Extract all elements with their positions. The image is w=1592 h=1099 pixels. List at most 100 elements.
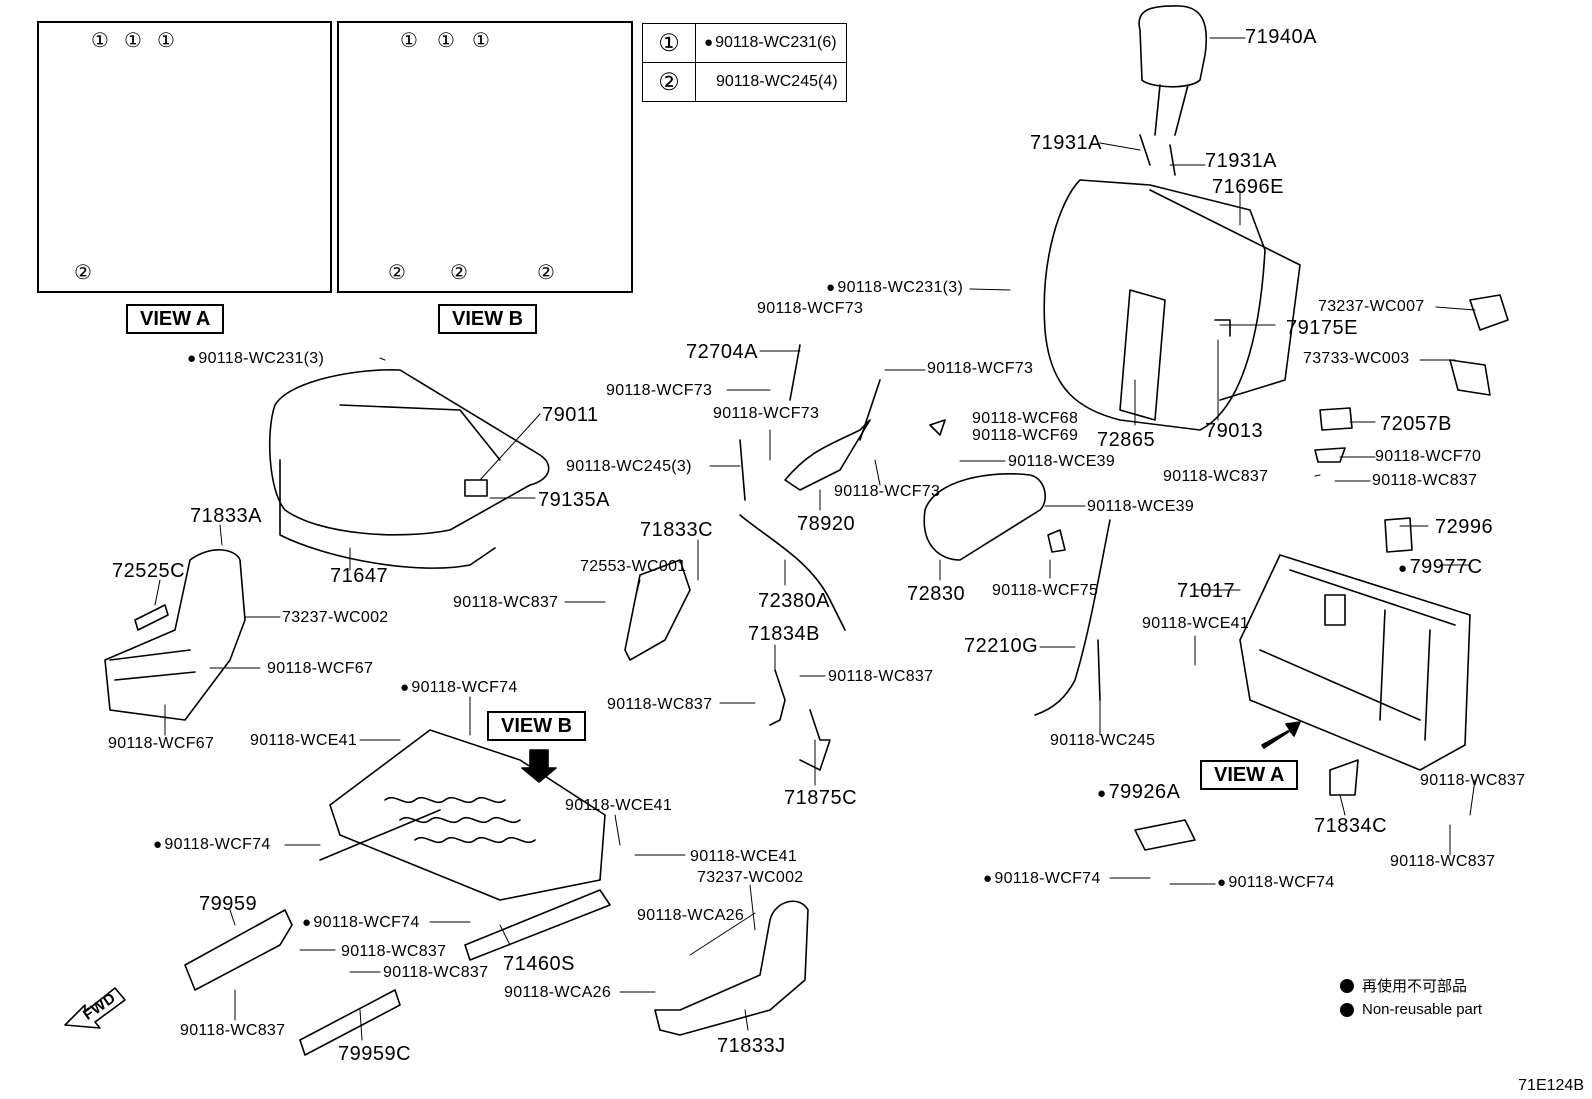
part-label-72704a: 72704A [686, 341, 758, 363]
view-b-callout: ① [437, 30, 456, 52]
part-label-79013: 79013 [1205, 420, 1264, 442]
part-label-wc837-r2: 90118-WC837 [1372, 472, 1478, 489]
non-reusable-bullet-icon [1340, 978, 1354, 993]
part-label-72057b: 72057B [1380, 413, 1452, 435]
arrows [521, 721, 1301, 783]
part-label-79011: 79011 [542, 404, 599, 426]
part-label-78920: 78920 [797, 513, 856, 535]
side-cover-drawings [104, 549, 1359, 1056]
view-a-callout: ① [157, 30, 176, 52]
part-label-wc837-g: 90118-WC837 [383, 964, 489, 981]
part-label-wcf74-b: 90118-WCF74 [153, 836, 271, 854]
part-label-wc837-h: 90118-WC837 [180, 1022, 286, 1039]
note-en-text: Non-reusable part [1362, 1001, 1483, 1018]
part-label-79977c: 79977C [1398, 556, 1483, 580]
legend-symbol: ① [642, 23, 696, 63]
seat-cushion-drawing [268, 368, 550, 569]
view-a-callout: ② [74, 262, 93, 284]
legend-part: 90118-WC245(4) [695, 62, 847, 102]
non-reusable-bullet-icon [1340, 1002, 1354, 1017]
part-label-wce41-a: 90118-WCE41 [250, 732, 358, 749]
part-label-wc837-r1: 90118-WC837 [1163, 468, 1269, 485]
hardware-drawings [929, 294, 1509, 553]
part-label-71834c: 71834C [1314, 815, 1388, 837]
part-label-72380a: 72380A [758, 590, 830, 612]
part-label-wc231-3-top: 90118-WC231(3) [826, 279, 963, 297]
view-a-label: VIEW A [1200, 760, 1299, 790]
view-a-label: VIEW A [126, 304, 225, 334]
seat-back-drawing [1043, 179, 1301, 431]
view-b-callout: ① [400, 30, 419, 52]
part-label-72553: 72553-WC001 [580, 558, 687, 575]
part-label-wc837-e: 90118-WC837 [1390, 853, 1496, 870]
fwd-arrow [64, 987, 126, 1029]
part-label-wce39-b: 90118-WCE39 [1087, 498, 1195, 515]
view-a-callout: ① [124, 30, 143, 52]
fastener-legend: ① 90118-WC231(6) ② 90118-WC245(4) [642, 23, 847, 102]
seatback-frame-drawing [1239, 554, 1471, 771]
part-label-wcf73-a: 90118-WCF73 [757, 300, 864, 317]
part-label-71834b: 71834B [748, 623, 820, 645]
part-label-wce41-r: 90118-WCE41 [1142, 615, 1250, 632]
view-b-label: VIEW B [438, 304, 538, 334]
part-label-wcf69: 90118-WCF69 [972, 427, 1079, 444]
non-reusable-note-jp: 再使用不可部品 [1340, 975, 1467, 996]
part-label-71460s: 71460S [503, 953, 575, 975]
legend-part: 90118-WC231(6) [695, 23, 847, 63]
leader-lines [154, 37, 1476, 1041]
part-label-wc245-3: 90118-WC245(3) [566, 458, 692, 475]
part-label-wcf74-e: 90118-WCF74 [302, 914, 420, 932]
headrest-drawing [1138, 5, 1207, 176]
view-b-callout: ① [472, 30, 491, 52]
part-label-wc231-3-left: 90118-WC231(3) [187, 350, 324, 368]
cable-drawings [739, 344, 1111, 716]
part-label-79175e: 79175E [1286, 317, 1358, 339]
part-label-wce41-c: 90118-WCE41 [690, 848, 798, 865]
part-label-wcf67-a: 90118-WCF67 [267, 660, 374, 677]
view-b-callout: ② [537, 262, 556, 284]
part-label-79926a: 79926A [1097, 781, 1181, 805]
diagram-code: 71E124B [1518, 1077, 1584, 1094]
part-label-73237-wc002-a: 73237-WC002 [282, 609, 389, 626]
part-label-wce41-b: 90118-WCE41 [565, 797, 673, 814]
part-label-wce39-a: 90118-WCE39 [1008, 453, 1116, 470]
part-label-72525c: 72525C [112, 560, 186, 582]
view-b-label: VIEW B [487, 711, 587, 741]
part-label-wcf70: 90118-WCF70 [1375, 448, 1482, 465]
part-label-71940a: 71940A [1245, 26, 1317, 48]
part-label-72830: 72830 [907, 583, 966, 605]
part-label-73237-wc007: 73237-WC007 [1318, 298, 1425, 315]
part-label-71931a-1: 71931A [1030, 132, 1102, 154]
part-label-wca26-b: 90118-WCA26 [504, 984, 612, 1001]
part-label-wca26-a: 90118-WCA26 [637, 907, 745, 924]
seat-frame-drawing [319, 729, 611, 961]
part-label-wc837-b: 90118-WC837 [828, 668, 934, 685]
part-label-71647: 71647 [330, 565, 389, 587]
part-label-wc837-f: 90118-WC837 [341, 943, 447, 960]
part-label-79959: 79959 [199, 893, 258, 915]
view-a-panel [37, 21, 332, 293]
part-label-71931a-2: 71931A [1205, 150, 1277, 172]
part-label-72996: 72996 [1435, 516, 1494, 538]
view-b-panel [337, 21, 633, 293]
view-b-callout: ② [388, 262, 407, 284]
part-label-wcf73-c: 90118-WCF73 [927, 360, 1034, 377]
non-reusable-note-en: Non-reusable part [1340, 1001, 1482, 1018]
view-a-callout: ① [91, 30, 110, 52]
part-label-79135a: 79135A [538, 489, 610, 511]
part-label-71833c: 71833C [640, 519, 714, 541]
part-label-wcf68: 90118-WCF68 [972, 410, 1079, 427]
view-b-callout: ② [450, 262, 469, 284]
part-label-wc837-d: 90118-WC837 [1420, 772, 1526, 789]
part-label-wcf73-b: 90118-WCF73 [606, 382, 713, 399]
part-label-72865: 72865 [1097, 429, 1156, 451]
legend-row: ② 90118-WC245(4) [642, 62, 847, 102]
part-label-73237-wc002-b: 73237-WC002 [697, 869, 804, 886]
part-label-wc837-a: 90118-WC837 [453, 594, 559, 611]
part-label-wcf67-b: 90118-WCF67 [108, 735, 215, 752]
part-label-wcf75: 90118-WCF75 [992, 582, 1099, 599]
part-label-71696e: 71696E [1212, 176, 1284, 198]
part-label-wcf74-d: 90118-WCF74 [1217, 874, 1335, 892]
part-label-wcf73-d: 90118-WCF73 [713, 405, 820, 422]
